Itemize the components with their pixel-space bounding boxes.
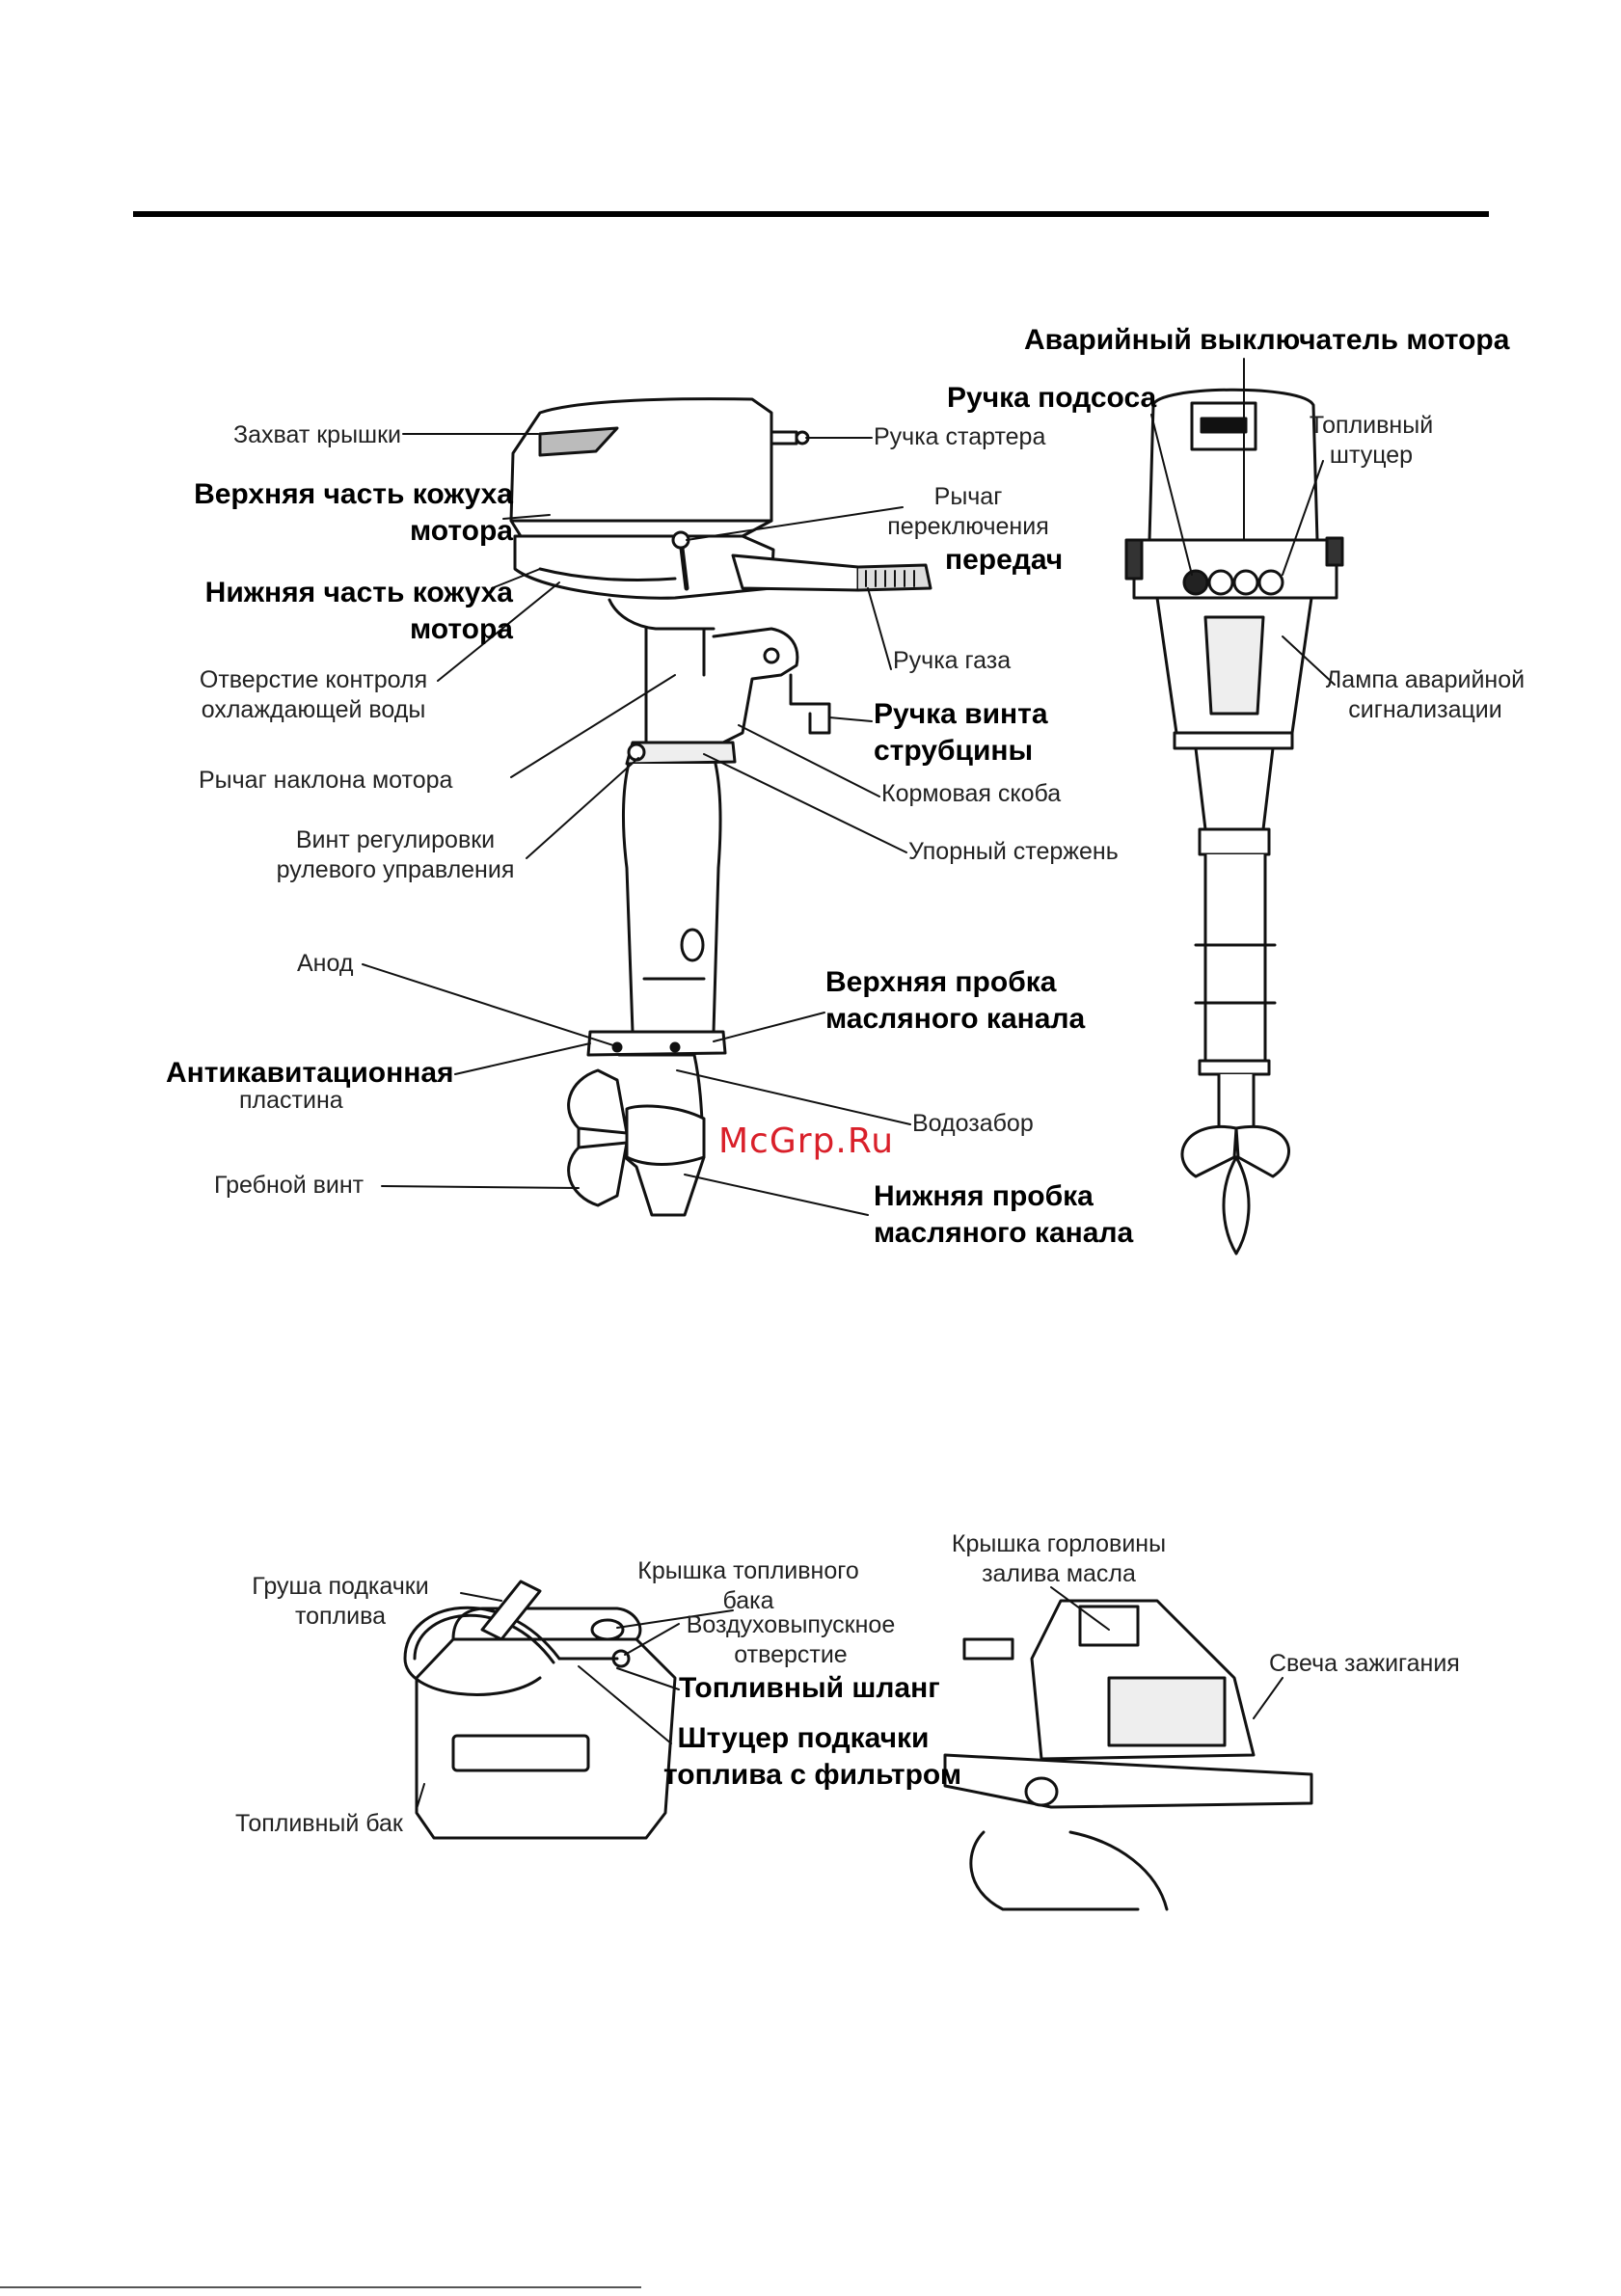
label-gear-lever: Рычаг переключения [887,483,1049,540]
label-choke: Ручка подсоса [947,382,1157,414]
label-anticavitation-plate-2: пластина [239,1087,343,1114]
label-fuel-connector: Топливный штуцер [1309,412,1434,469]
label-cooling-hole: Отверстие контроля охлаждающей воды [199,666,428,723]
label-air-vent: Воздуховыпускное отверстие [686,1611,896,1668]
label-steering-screw: Винт регулировки рулевого управления [276,826,515,883]
label-lower-cowl: Нижняя часть кожуха мотора [204,577,513,645]
label-anticavitation-plate: Антикавитационная [166,1057,454,1089]
label-spark-plug: Свеча зажигания [1269,1650,1460,1677]
label-fuel-hose: Топливный шланг [679,1672,940,1704]
label-anode: Анод [297,950,354,977]
label-tilt-lever: Рычаг наклона мотора [199,767,453,794]
label-throttle: Ручка газа [893,647,1012,674]
label-starter-handle: Ручка стартера [874,423,1046,450]
label-tank-cap: Крышка топливного бака [637,1557,859,1614]
label-oil-cap: Крышка горловины залива масла [951,1530,1167,1587]
label-water-intake: Водозабор [912,1110,1034,1137]
label-stern-bracket: Кормовая скоба [881,780,1062,807]
label-warning-lamp: Лампа аварийной сигнализации [1325,666,1526,723]
label-lower-oil-plug: Нижняя пробка масляного канала [874,1180,1134,1249]
label-clamp-screw: Ручка винта струбцины [874,698,1048,767]
front-view-motor [1124,388,1344,1256]
label-gear-lever-2: передач [945,544,1064,576]
watermark: McGrp.Ru [718,1121,895,1161]
label-thrust-rod: Упорный стержень [908,838,1119,865]
side-view-motor [509,397,932,1217]
label-hood-latch: Захват крышки [232,421,401,448]
label-upper-cowl: Верхняя часть кожуха мотора [194,478,513,547]
side-view-leaders [362,433,911,1216]
label-fuel-tank: Топливный бак [235,1810,403,1837]
label-primer-fitting: Штуцер подкачки топлива с фильтром [663,1722,962,1791]
label-stop-switch: Аварийный выключатель мотора [1024,324,1510,356]
engine-top-drawing [943,1599,1313,1911]
label-upper-oil-plug: Верхняя пробка масляного канала [825,966,1086,1035]
label-primer-bulb: Груша подкачки топлива [252,1573,429,1630]
fuel-tank-leaders [416,1592,734,1810]
header-rule [133,211,1489,217]
fuel-tank-drawing [403,1580,677,1840]
label-propeller: Гребной винт [214,1172,365,1199]
front-view-leaders [1150,358,1336,686]
engine-top-leaders [1050,1586,1283,1719]
footer-rule [0,2286,641,2288]
